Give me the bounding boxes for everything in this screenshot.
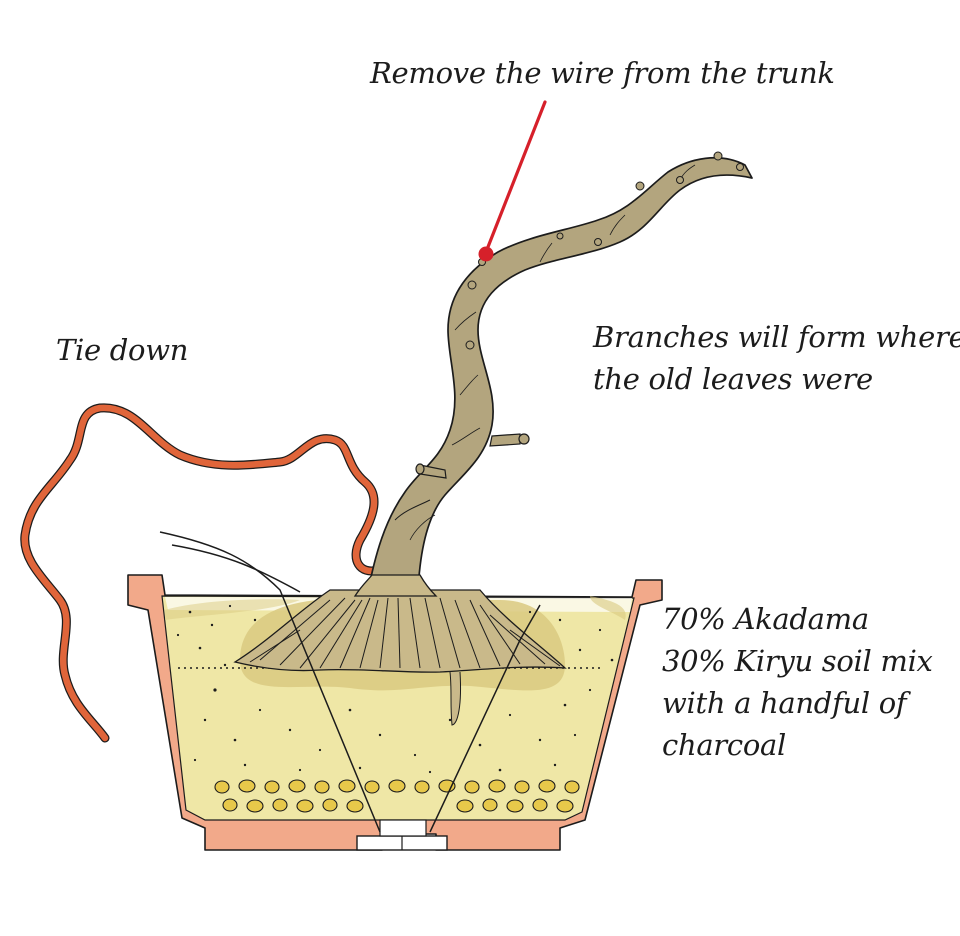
soil-mix-annotation: 70% Akadama 30% Kiryu soil mix with a ha… [662,598,933,766]
tie-down-wires [159,531,541,833]
soil-mix-line-4: charcoal [662,728,786,762]
wire-annotation: Remove the wire from the trunk [370,56,835,90]
bonsai-trunk [353,156,753,597]
drainage-pebbles [214,779,580,813]
tie-down-annotation: Tie down [56,333,189,367]
wire-pointer [478,100,547,262]
soil-mix-line-3: with a handful of [662,686,907,720]
branch-stubs [415,433,530,479]
branches-annotation-line-2: the old leaves were [593,362,873,396]
root-ball [233,589,567,726]
soil-mix-line-1: 70% Akadama [662,602,869,636]
soil-mix-line-2: 30% Kiryu soil mix [662,644,933,678]
leaf-buds [465,151,744,350]
tie-down-wire-color [21,404,382,742]
branches-annotation: Branches will form where the old leaves … [593,316,960,400]
soil-specks [176,604,614,774]
branches-annotation-line-1: Branches will form where [593,320,960,354]
